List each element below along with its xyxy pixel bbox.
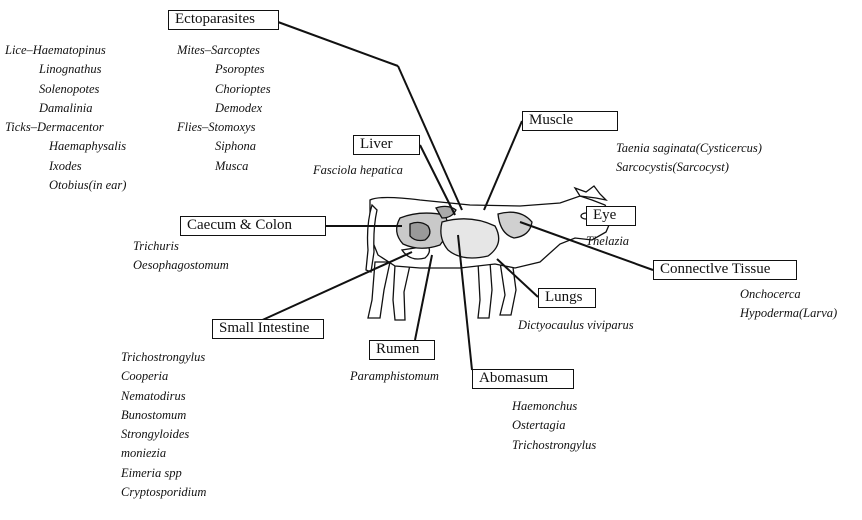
list-item: Solenopotes: [5, 80, 126, 99]
ectoparasite-list-mid: Mites–Sarcoptes Psoroptes Chorioptes Dem…: [177, 41, 271, 176]
label-liver: Liver: [353, 135, 420, 155]
list-item: Trichuris: [133, 237, 229, 256]
list-item: Haemaphysalis: [5, 137, 126, 156]
small-intestine-parasite-list: Trichostrongylus Cooperia Nematodirus Bu…: [121, 348, 206, 502]
list-item: Trichostrongylus: [512, 436, 596, 455]
muscle-parasite-list: Taenia saginata(Cysticercus) Sarcocystis…: [616, 139, 762, 178]
label-small-intestine: Small Intestine: [212, 319, 324, 339]
leader-small-intestine: [258, 252, 412, 322]
list-item: Fasciola hepatica: [313, 161, 403, 180]
list-item: Ixodes: [5, 157, 126, 176]
list-item: Nematodirus: [121, 387, 206, 406]
label-caecum-colon: Caecum & Colon: [180, 216, 326, 236]
leader-muscle: [484, 121, 522, 210]
list-item: Bunostomum: [121, 406, 206, 425]
list-item: Siphona: [177, 137, 271, 156]
list-item: Onchocerca: [740, 285, 837, 304]
eye-parasite-list: Thelazia: [586, 232, 629, 251]
list-item: Dictyocaulus viviparus: [518, 316, 634, 335]
ectoparasite-list-left: Lice–Haematopinus Linognathus Solenopote…: [5, 41, 126, 195]
caecum-colon-parasite-list: Trichuris Oesophagostomum: [133, 237, 229, 276]
list-item: Lice–Haematopinus: [5, 41, 126, 60]
leader-ectoparasites-a: [278, 22, 398, 66]
list-item: Psoroptes: [177, 60, 271, 79]
list-item: Taenia saginata(Cysticercus): [616, 139, 762, 158]
list-item: Flies–Stomoxys: [177, 118, 271, 137]
list-item: Mites–Sarcoptes: [177, 41, 271, 60]
list-item: Paramphistomum: [350, 367, 439, 386]
label-ectoparasites: Ectoparasites: [168, 10, 279, 30]
list-item: Thelazia: [586, 232, 629, 251]
connective-tissue-parasite-list: Onchocerca Hypoderma(Larva): [740, 285, 837, 324]
label-rumen: Rumen: [369, 340, 435, 360]
list-item: Haemonchus: [512, 397, 596, 416]
list-item: Ticks–Dermacentor: [5, 118, 126, 137]
list-item: Sarcocystis(Sarcocyst): [616, 158, 762, 177]
list-item: Cooperia: [121, 367, 206, 386]
list-item: Demodex: [177, 99, 271, 118]
list-item: Linognathus: [5, 60, 126, 79]
abomasum-parasite-list: Haemonchus Ostertagia Trichostrongylus: [512, 397, 596, 455]
list-item: Musca: [177, 157, 271, 176]
lungs-parasite-list: Dictyocaulus viviparus: [518, 316, 634, 335]
list-item: Strongyloides: [121, 425, 206, 444]
label-abomasum: Abomasum: [472, 369, 574, 389]
list-item: moniezia: [121, 444, 206, 463]
list-item: Oesophagostomum: [133, 256, 229, 275]
list-item: Chorioptes: [177, 80, 271, 99]
label-eye: Eye: [586, 206, 636, 226]
list-item: Cryptosporidium: [121, 483, 206, 502]
liver-parasite-list: Fasciola hepatica: [313, 161, 403, 180]
list-item: Ostertagia: [512, 416, 596, 435]
label-muscle: Muscle: [522, 111, 618, 131]
list-item: Otobius(in ear): [5, 176, 126, 195]
label-lungs: Lungs: [538, 288, 596, 308]
rumen-parasite-list: Paramphistomum: [350, 367, 439, 386]
list-item: Damalinia: [5, 99, 126, 118]
list-item: Trichostrongylus: [121, 348, 206, 367]
label-connective-tissue: Connectlve Tissue: [653, 260, 797, 280]
list-item: Hypoderma(Larva): [740, 304, 837, 323]
list-item: Eimeria spp: [121, 464, 206, 483]
